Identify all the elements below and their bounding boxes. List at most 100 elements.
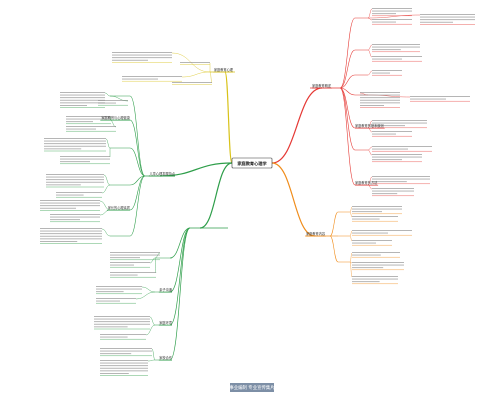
green2-note-line xyxy=(110,252,160,253)
red-note-line xyxy=(360,105,384,106)
red-note-line xyxy=(372,125,405,127)
green-note-line xyxy=(60,161,90,163)
green-note-line xyxy=(66,126,116,127)
orange-note-line xyxy=(352,211,382,213)
green2-note-line xyxy=(96,286,142,287)
orange-note-line xyxy=(352,252,400,253)
green-sub-link xyxy=(129,175,146,186)
branch-label[interactable]: 儿童心理发展特点 xyxy=(150,171,176,176)
red-note xyxy=(372,8,412,17)
red-sub-link xyxy=(339,87,356,151)
red-note-line xyxy=(372,8,412,9)
green2-note-line xyxy=(94,318,150,320)
green2-sub-link xyxy=(169,227,191,361)
green2-sub-link xyxy=(169,227,191,293)
green2-note xyxy=(94,316,150,330)
orange-note xyxy=(352,240,392,246)
green-note-link xyxy=(101,228,111,237)
green-note-line xyxy=(44,148,82,150)
orange-note-line xyxy=(352,264,404,266)
red-note-line xyxy=(360,92,400,93)
green2-note-line xyxy=(100,360,148,361)
green2-note-link xyxy=(141,286,156,293)
green-note-link xyxy=(99,209,111,216)
orange-note-line xyxy=(352,206,402,207)
green-note-link xyxy=(103,174,111,186)
green2-note-link xyxy=(145,324,156,336)
orange-note xyxy=(352,206,402,215)
red-note-line xyxy=(372,154,422,155)
green-note-link xyxy=(101,184,111,194)
red-note-link xyxy=(367,146,373,151)
green-note xyxy=(60,156,110,165)
green-note-line xyxy=(50,216,100,218)
branch-label[interactable]: 家庭教育的方法 xyxy=(355,180,377,185)
central-topic-label: 家庭教育心理学 xyxy=(237,160,267,167)
green-note-line xyxy=(40,202,100,204)
central-topic[interactable]: 家庭教育心理学 xyxy=(231,157,273,169)
green2-note-line xyxy=(100,373,129,374)
branch-label[interactable]: 家庭教育概述 xyxy=(312,83,332,88)
green-note-line xyxy=(40,200,100,201)
red-note-line xyxy=(372,13,396,15)
yellow-note-line xyxy=(122,76,182,77)
green-note xyxy=(66,116,111,125)
branch-label[interactable]: 亲子沟通 xyxy=(159,287,173,292)
red-note xyxy=(372,70,402,76)
green2-note xyxy=(96,286,142,294)
green2-note-line xyxy=(110,274,138,276)
branch-label[interactable]: 家庭教育心理 xyxy=(214,67,234,72)
yellow-note-link xyxy=(181,71,211,78)
orange-sub-link xyxy=(329,235,339,263)
red-note-line xyxy=(360,99,400,101)
red-note xyxy=(372,56,422,62)
red-note-line xyxy=(372,146,432,147)
red-note-line xyxy=(372,188,414,189)
red-sub-link xyxy=(339,87,356,129)
green-note-line xyxy=(50,214,100,215)
orange-note-line xyxy=(352,232,388,234)
yellow-note-line xyxy=(172,82,212,83)
branch-label[interactable]: 家庭教育与心理健康 xyxy=(101,115,130,120)
red-note-line xyxy=(420,16,475,18)
watermark-banner: 事业编制 专业宣传集片 xyxy=(229,383,275,392)
red-note xyxy=(372,131,412,137)
green-sub-link xyxy=(129,175,146,237)
green-note xyxy=(44,138,106,152)
green2-note-line xyxy=(110,257,140,259)
yellow-note-line xyxy=(112,57,172,59)
branch-label[interactable]: 家校合作 xyxy=(159,355,173,360)
red-note-line xyxy=(372,178,430,180)
red-note-line xyxy=(420,19,475,21)
green2-note xyxy=(100,348,152,356)
green2-note xyxy=(100,360,148,376)
green2-note-line xyxy=(96,300,120,302)
yellow-note xyxy=(112,52,172,63)
red-note-link xyxy=(367,49,373,58)
red-note-link xyxy=(367,17,373,21)
yellow-note-line xyxy=(180,62,210,63)
green-note-line xyxy=(60,97,105,99)
main-link-yellow xyxy=(224,71,233,164)
branch-label[interactable]: 家长的心理素质 xyxy=(108,205,131,210)
green-sub-link xyxy=(129,119,146,177)
red-note-line xyxy=(372,56,422,57)
branch-label[interactable]: 家庭教育的基本原则 xyxy=(355,123,384,128)
main-link-red xyxy=(271,87,323,164)
green-note-line xyxy=(40,241,78,242)
red-note-line xyxy=(372,72,390,74)
red-note-line xyxy=(372,176,430,177)
green2-note-link xyxy=(147,359,156,362)
green-note-line xyxy=(46,184,81,186)
branch-label[interactable]: 家庭教育内容 xyxy=(306,231,326,236)
green-note-line xyxy=(60,102,105,104)
green2-note-line xyxy=(100,367,148,369)
red-note-link xyxy=(367,184,373,190)
green2-note-line xyxy=(96,291,124,293)
red-note xyxy=(372,19,412,25)
green-note-line xyxy=(60,92,105,93)
branch-label[interactable]: 家庭环境 xyxy=(159,320,173,325)
green-note-line xyxy=(60,99,105,101)
red-note-line xyxy=(372,21,396,23)
red-note-line xyxy=(372,181,407,183)
